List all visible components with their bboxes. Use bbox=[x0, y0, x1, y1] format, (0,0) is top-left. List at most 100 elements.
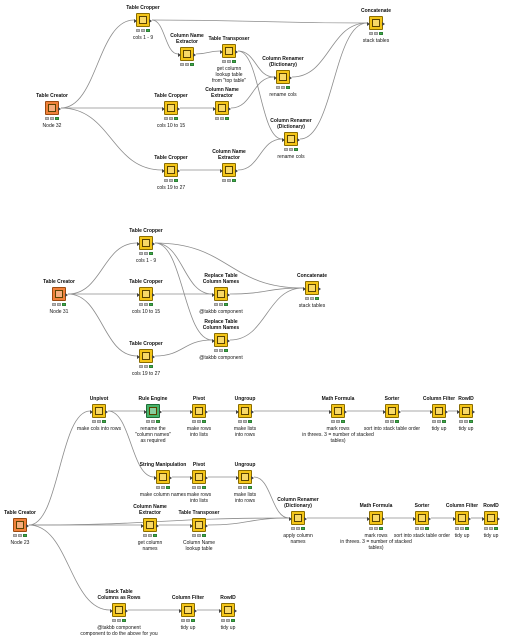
input-port[interactable] bbox=[213, 107, 216, 111]
input-port[interactable] bbox=[137, 293, 140, 297]
input-port[interactable] bbox=[154, 476, 157, 480]
output-port[interactable] bbox=[227, 339, 230, 343]
node-b9[interactable] bbox=[154, 470, 172, 484]
node-n5[interactable] bbox=[45, 101, 61, 115]
output-port[interactable] bbox=[125, 609, 128, 613]
output-port[interactable] bbox=[234, 609, 237, 613]
node-b12[interactable] bbox=[289, 511, 307, 525]
output-port[interactable] bbox=[152, 293, 155, 297]
node-b21[interactable] bbox=[179, 603, 197, 617]
output-port[interactable] bbox=[169, 476, 172, 480]
input-port[interactable] bbox=[219, 609, 222, 613]
output-port[interactable] bbox=[228, 107, 231, 111]
output-port[interactable] bbox=[177, 169, 180, 173]
node-n2[interactable] bbox=[178, 47, 196, 61]
node-m5[interactable] bbox=[137, 287, 155, 301]
output-port[interactable] bbox=[472, 410, 475, 414]
output-port[interactable] bbox=[235, 169, 238, 173]
input-port[interactable] bbox=[430, 410, 433, 414]
node-b13[interactable] bbox=[367, 511, 385, 525]
output-port[interactable] bbox=[26, 524, 29, 528]
output-port[interactable] bbox=[205, 476, 208, 480]
input-port[interactable] bbox=[367, 22, 370, 26]
output-port[interactable] bbox=[304, 517, 307, 521]
node-b3[interactable] bbox=[190, 404, 208, 418]
node-b20[interactable] bbox=[110, 603, 128, 617]
input-port[interactable] bbox=[220, 50, 223, 54]
node-n7[interactable] bbox=[213, 101, 231, 115]
node-b10[interactable] bbox=[190, 470, 208, 484]
node-b7[interactable] bbox=[430, 404, 448, 418]
node-b16[interactable] bbox=[482, 511, 500, 525]
output-port[interactable] bbox=[344, 410, 347, 414]
node-b14[interactable] bbox=[413, 511, 431, 525]
node-n8[interactable] bbox=[274, 70, 292, 84]
output-port[interactable] bbox=[159, 410, 162, 414]
node-b1[interactable] bbox=[90, 404, 108, 418]
output-port[interactable] bbox=[445, 410, 448, 414]
input-port[interactable] bbox=[137, 355, 140, 359]
input-port[interactable] bbox=[289, 517, 292, 521]
input-port[interactable] bbox=[144, 410, 147, 414]
input-port[interactable] bbox=[220, 169, 223, 173]
input-port[interactable] bbox=[274, 76, 277, 80]
node-m3[interactable] bbox=[212, 287, 230, 301]
node-b4[interactable] bbox=[236, 404, 254, 418]
node-n10[interactable] bbox=[162, 163, 180, 177]
node-m1[interactable] bbox=[137, 236, 155, 250]
input-port[interactable] bbox=[367, 517, 370, 521]
input-port[interactable] bbox=[137, 242, 140, 246]
output-port[interactable] bbox=[297, 138, 300, 142]
input-port[interactable] bbox=[212, 339, 215, 343]
output-port[interactable] bbox=[227, 293, 230, 297]
input-port[interactable] bbox=[453, 517, 456, 521]
output-port[interactable] bbox=[65, 293, 68, 297]
node-n1[interactable] bbox=[134, 13, 152, 27]
node-b19[interactable] bbox=[190, 518, 208, 532]
input-port[interactable] bbox=[179, 609, 182, 613]
output-port[interactable] bbox=[193, 53, 196, 57]
output-port[interactable] bbox=[251, 476, 254, 480]
output-port[interactable] bbox=[152, 355, 155, 359]
output-port[interactable] bbox=[152, 242, 155, 246]
output-port[interactable] bbox=[205, 410, 208, 414]
input-port[interactable] bbox=[282, 138, 285, 142]
output-port[interactable] bbox=[251, 410, 254, 414]
input-port[interactable] bbox=[457, 410, 460, 414]
node-m2[interactable] bbox=[52, 287, 68, 301]
input-port[interactable] bbox=[190, 524, 193, 528]
input-port[interactable] bbox=[141, 524, 144, 528]
input-port[interactable] bbox=[212, 293, 215, 297]
input-port[interactable] bbox=[90, 410, 93, 414]
input-port[interactable] bbox=[190, 476, 193, 480]
node-n6[interactable] bbox=[162, 101, 180, 115]
output-port[interactable] bbox=[149, 19, 152, 23]
node-m7[interactable] bbox=[137, 349, 155, 363]
output-port[interactable] bbox=[382, 22, 385, 26]
output-port[interactable] bbox=[468, 517, 471, 521]
node-b18[interactable] bbox=[141, 518, 159, 532]
node-b17[interactable] bbox=[13, 518, 29, 532]
node-b15[interactable] bbox=[453, 511, 471, 525]
output-port[interactable] bbox=[398, 410, 401, 414]
output-port[interactable] bbox=[156, 524, 159, 528]
node-n11[interactable] bbox=[220, 163, 238, 177]
input-port[interactable] bbox=[236, 476, 239, 480]
input-port[interactable] bbox=[383, 410, 386, 414]
output-port[interactable] bbox=[58, 107, 61, 111]
input-port[interactable] bbox=[190, 410, 193, 414]
output-port[interactable] bbox=[289, 76, 292, 80]
node-n4[interactable] bbox=[367, 16, 385, 30]
input-port[interactable] bbox=[162, 169, 165, 173]
node-b6[interactable] bbox=[383, 404, 401, 418]
output-port[interactable] bbox=[318, 287, 321, 291]
node-m4[interactable] bbox=[303, 281, 321, 295]
node-b11[interactable] bbox=[236, 470, 254, 484]
input-port[interactable] bbox=[413, 517, 416, 521]
node-b22[interactable] bbox=[219, 603, 237, 617]
output-port[interactable] bbox=[205, 524, 208, 528]
input-port[interactable] bbox=[482, 517, 485, 521]
input-port[interactable] bbox=[178, 53, 181, 57]
node-b5[interactable] bbox=[329, 404, 347, 418]
